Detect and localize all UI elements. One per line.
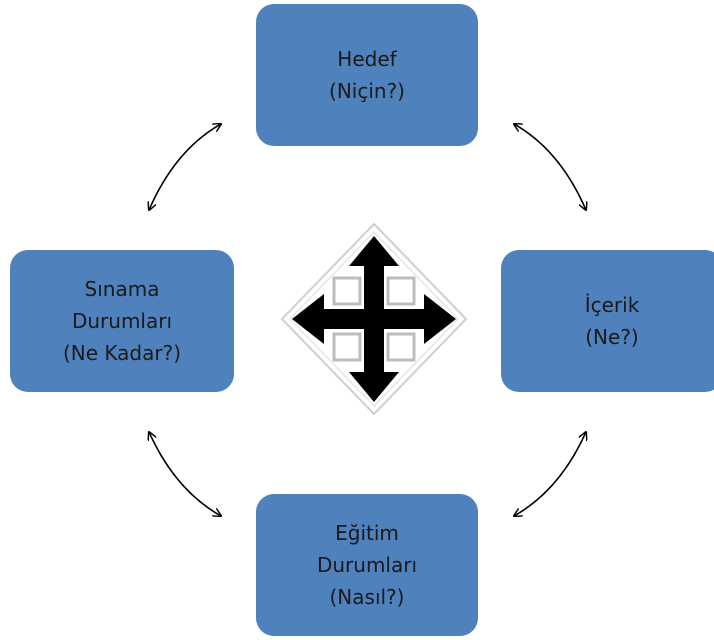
node-egitim-question: (Nasıl?): [329, 585, 405, 609]
node-sinama-question: (Ne Kadar?): [62, 341, 182, 365]
four-way-arrow-icon: [280, 222, 468, 416]
node-egitim-durumlari: Eğitim Durumları (Nasıl?): [256, 494, 478, 636]
node-hedef: Hedef (Niçin?): [256, 4, 478, 146]
connector-left-top-arrow: [149, 124, 221, 210]
node-sinama-durumlari: Sınama Durumları (Ne Kadar?): [10, 250, 234, 392]
connector-right-bottom-arrow: [514, 432, 586, 516]
node-sinama-title-line2: Durumları: [71, 309, 173, 333]
node-egitim-title-line2: Durumları: [316, 553, 418, 577]
node-hedef-question: (Niçin?): [329, 79, 405, 103]
node-egitim-title-line1: Eğitim: [335, 521, 399, 545]
node-icerik: İçerik (Ne?): [501, 250, 714, 392]
node-icerik-title: İçerik: [584, 293, 640, 317]
node-icerik-question: (Ne?): [585, 325, 639, 349]
node-sinama-title-line1: Sınama: [84, 277, 160, 301]
connector-bottom-left-arrow: [149, 432, 221, 516]
node-hedef-title: Hedef: [337, 47, 397, 71]
connector-top-right-arrow: [514, 124, 586, 210]
